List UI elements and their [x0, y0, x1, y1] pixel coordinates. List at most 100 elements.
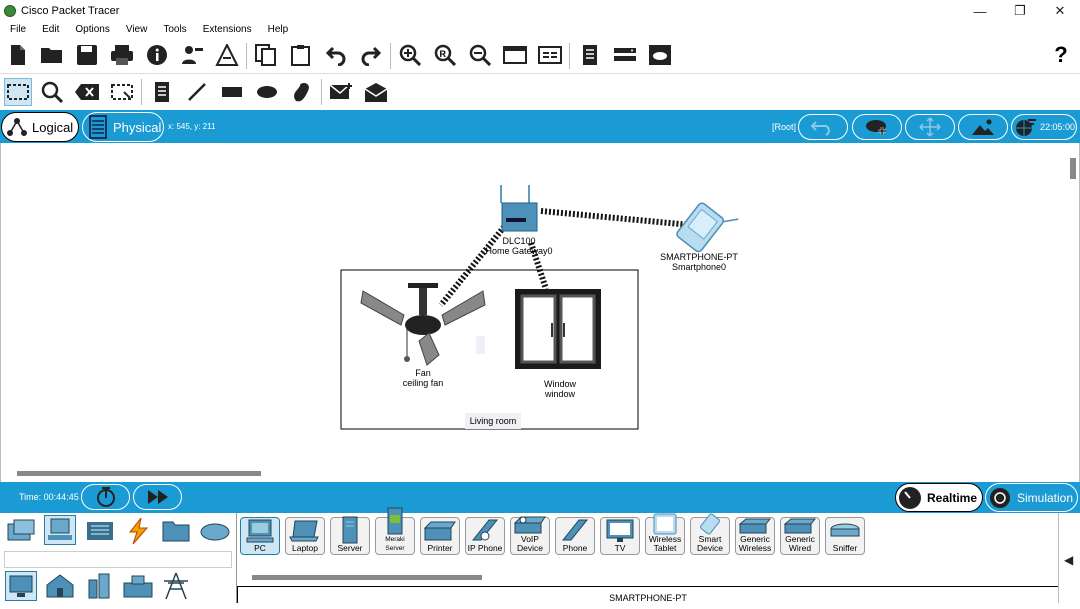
activity-wizard-icon[interactable]	[179, 42, 205, 68]
add-complex-pdu-icon[interactable]	[363, 79, 389, 105]
menu-edit[interactable]: Edit	[42, 24, 60, 35]
toolbar-separator	[569, 43, 570, 69]
end-devices-category-icon[interactable]	[44, 515, 76, 545]
new-cluster-button[interactable]	[852, 114, 902, 140]
logical-workspace[interactable]: DLC100 Home Gateway0 SMARTPHONE-PT Smart…	[0, 143, 1080, 482]
industrial-subcategory-icon[interactable]	[122, 571, 154, 601]
cloud-icon[interactable]	[647, 42, 673, 68]
components-category-icon[interactable]	[84, 516, 116, 546]
help-icon[interactable]: ?	[1054, 42, 1068, 67]
viewport-button[interactable]: 22:05:00	[1011, 114, 1077, 140]
window-device[interactable]	[515, 289, 601, 369]
delete-icon[interactable]	[74, 79, 100, 105]
device-printer[interactable]: Printer	[420, 517, 460, 555]
open-folder-icon[interactable]	[39, 42, 65, 68]
new-file-icon[interactable]	[5, 42, 31, 68]
device-phone[interactable]: Phone	[555, 517, 595, 555]
zoom-out-icon[interactable]	[467, 42, 493, 68]
minimize-button[interactable]: —	[973, 3, 987, 19]
server-rack-icon[interactable]	[612, 42, 638, 68]
draw-line-icon[interactable]	[184, 79, 210, 105]
multiuser-category-icon[interactable]	[199, 516, 231, 546]
custom-device-icon[interactable]	[214, 42, 240, 68]
place-note-icon[interactable]	[149, 79, 175, 105]
add-simple-pdu-icon[interactable]	[328, 79, 354, 105]
redo-icon[interactable]	[358, 42, 384, 68]
print-icon[interactable]	[109, 42, 135, 68]
network-devices-category-icon[interactable]	[5, 516, 37, 546]
smartphone-model: SMARTPHONE-PT	[660, 252, 738, 262]
paste-icon[interactable]	[288, 42, 314, 68]
device-pc[interactable]: PC	[240, 517, 280, 555]
move-object-button[interactable]	[905, 114, 955, 140]
stopwatch-icon	[899, 486, 921, 509]
device-ip-phone[interactable]: IP Phone	[465, 517, 505, 555]
collapse-arrow-icon[interactable]: ◀	[1064, 553, 1074, 567]
window-icon[interactable]	[502, 42, 528, 68]
power-grid-subcategory-icon[interactable]	[160, 571, 192, 601]
server-icon	[342, 516, 358, 544]
smartphone-device[interactable]	[675, 195, 739, 260]
device-panel: PC Laptop Server Meraki Server Printer I…	[0, 507, 1080, 603]
palette-icon[interactable]	[537, 42, 563, 68]
menu-view[interactable]: View	[125, 24, 148, 35]
simulation-mode-button[interactable]: Simulation	[985, 483, 1078, 512]
device-server[interactable]: Server	[330, 516, 370, 555]
menu-options[interactable]: Options	[75, 24, 110, 35]
power-cycle-button[interactable]	[81, 484, 130, 510]
horizontal-scrollbar-thumb[interactable]	[17, 471, 261, 476]
back-button[interactable]	[798, 114, 848, 140]
cluster-boundary	[340, 269, 639, 430]
inspect-icon[interactable]	[39, 79, 65, 105]
device-meraki-server-label: Meraki Server	[385, 536, 405, 552]
freeform-icon[interactable]	[289, 79, 315, 105]
end-devices-subcategory-icon[interactable]	[5, 571, 37, 601]
menu-help[interactable]: Help	[267, 24, 289, 35]
physical-tab[interactable]: Physical	[82, 112, 164, 142]
resize-shape-icon[interactable]	[109, 79, 135, 105]
zoom-reset-icon[interactable]: R	[432, 42, 458, 68]
connections-category-icon[interactable]	[122, 516, 154, 546]
realtime-mode-button[interactable]: Realtime	[895, 483, 983, 512]
menu-tools[interactable]: Tools	[163, 24, 187, 35]
menu-file[interactable]: File	[10, 24, 27, 35]
copy-icon[interactable]	[253, 42, 279, 68]
zoom-in-icon[interactable]	[397, 42, 423, 68]
vertical-scrollbar-thumb[interactable]	[1070, 158, 1076, 179]
close-button[interactable]: ✕	[1054, 3, 1066, 18]
device-meraki-server[interactable]: Meraki Server	[375, 507, 415, 555]
logical-tab[interactable]: Logical	[1, 112, 79, 142]
save-icon[interactable]	[74, 42, 100, 68]
undo-icon[interactable]	[323, 42, 349, 68]
device-laptop-label: Laptop	[292, 543, 318, 553]
notes-icon[interactable]	[577, 42, 603, 68]
info-icon[interactable]	[144, 42, 170, 68]
toolbar-separator	[321, 79, 322, 105]
ceiling-fan-device[interactable]	[360, 283, 486, 366]
fast-forward-button[interactable]	[133, 484, 182, 510]
restore-button[interactable]: ❐	[1014, 3, 1026, 18]
select-icon[interactable]	[4, 78, 32, 106]
clock-display: 22:05:00	[1040, 122, 1076, 132]
device-sniffer[interactable]: Sniffer	[825, 517, 865, 555]
device-tv[interactable]: TV	[600, 517, 640, 555]
device-scrollbar-thumb[interactable]	[252, 575, 482, 580]
set-background-button[interactable]	[958, 114, 1008, 140]
root-breadcrumb[interactable]: [Root]	[772, 122, 797, 132]
device-laptop[interactable]: Laptop	[285, 517, 325, 555]
home-subcategory-icon[interactable]	[44, 571, 76, 601]
smart-city-subcategory-icon[interactable]	[84, 571, 116, 601]
home-gateway-device[interactable]	[500, 185, 538, 232]
device-search-field[interactable]	[4, 551, 232, 568]
device-generic-wireless-label-1: Generic	[740, 534, 770, 544]
menu-extensions[interactable]: Extensions	[202, 24, 252, 35]
simulation-label: Simulation	[1017, 490, 1074, 505]
miscellaneous-category-icon[interactable]	[160, 516, 192, 546]
draw-rectangle-icon[interactable]	[219, 79, 245, 105]
draw-ellipse-icon[interactable]	[254, 79, 280, 105]
